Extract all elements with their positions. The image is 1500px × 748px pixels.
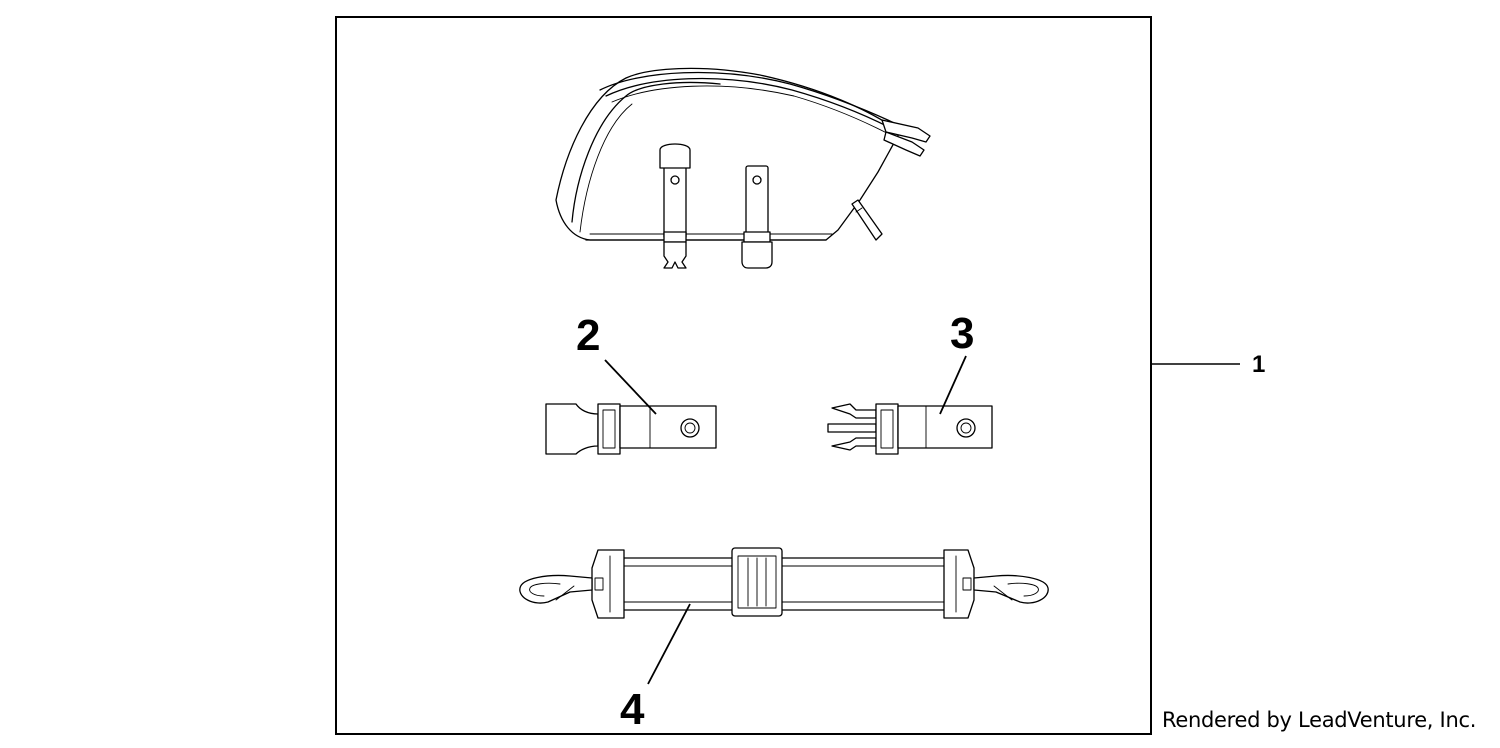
leader-line-3 (939, 355, 967, 415)
callout-2: 2 (576, 311, 600, 360)
item-3-strap-male-buckle (827, 403, 993, 455)
render-credit: Rendered by LeadVenture, Inc. (1162, 708, 1477, 732)
leader-line-2 (604, 359, 657, 415)
item-4-shoulder-strap (519, 547, 1049, 619)
leader-line-4 (647, 603, 691, 685)
callout-3: 3 (950, 309, 974, 358)
diagram-frame (335, 16, 1152, 735)
callout-1: 1 (1252, 351, 1265, 378)
item-2-strap-female-buckle (545, 403, 717, 455)
callout-4: 4 (620, 685, 645, 734)
saddlebag-illustration (555, 67, 931, 269)
